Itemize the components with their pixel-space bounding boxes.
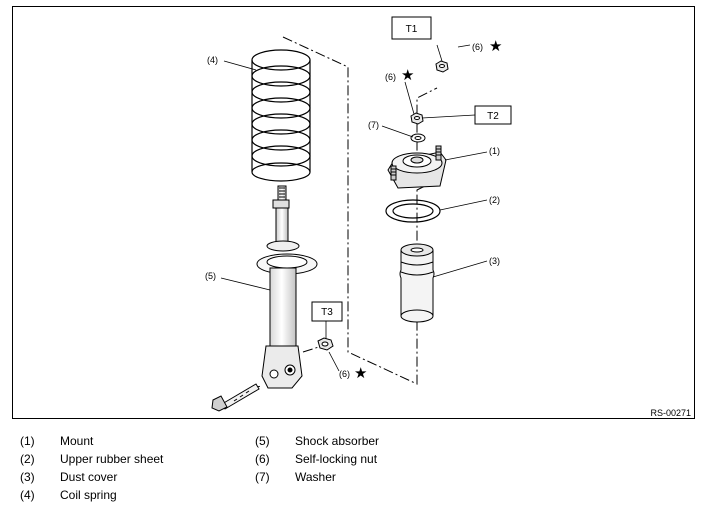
callout-7: (7) [368, 120, 379, 130]
center-nut-t2 [410, 112, 424, 125]
torque-box-t3: T3 [311, 301, 343, 322]
legend-number: (6) [255, 452, 270, 466]
star-icon: ★ [401, 66, 414, 84]
lower-bolt [211, 383, 260, 412]
callout-6-center: (6) [385, 72, 396, 82]
exploded-view-diagram: T1 T2 T3 (4) (5) (1) (2) (3) (7) (6) (6)… [205, 16, 691, 418]
shock-absorber [256, 185, 318, 389]
coil-spring [251, 49, 311, 182]
legend-number: (2) [20, 452, 35, 466]
torque-label-t1: T1 [406, 24, 418, 35]
callout-5: (5) [205, 271, 216, 281]
legend-label: Shock absorber [295, 434, 380, 448]
leader-lines [220, 44, 488, 372]
figure-code: RS-00271 [650, 408, 691, 418]
callout-4: (4) [207, 55, 218, 65]
legend-number: (7) [255, 470, 270, 484]
legend-number: (3) [20, 470, 35, 484]
legend-number: (4) [20, 488, 35, 502]
dust-cover [399, 243, 435, 323]
top-nut-t1 [435, 60, 449, 73]
torque-box-t1: T1 [391, 16, 432, 40]
legend-label: Coil spring [60, 488, 117, 502]
callout-6-top: (6) [472, 42, 483, 52]
legend-label: Dust cover [60, 470, 118, 484]
callout-1: (1) [489, 146, 500, 156]
mount [387, 145, 447, 189]
torque-box-t2: T2 [474, 105, 512, 125]
torque-label-t3: T3 [321, 307, 333, 318]
legend-number: (5) [255, 434, 270, 448]
legend-label: Self-locking nut [295, 452, 378, 466]
star-icon: ★ [354, 364, 367, 382]
legend-number: (1) [20, 434, 35, 448]
torque-label-t2: T2 [487, 111, 499, 122]
legend-label: Washer [295, 470, 336, 484]
parts-legend: (1) Mount (2) Upper rubber sheet (3) Dus… [0, 431, 707, 511]
t3-nut [317, 337, 334, 351]
washer [410, 133, 426, 143]
star-icon: ★ [489, 37, 502, 55]
callout-3: (3) [489, 256, 500, 266]
legend-label: Upper rubber sheet [60, 452, 164, 466]
upper-rubber-sheet [385, 199, 441, 223]
diagram-frame [12, 6, 695, 419]
callout-2: (2) [489, 195, 500, 205]
callout-6-lower: (6) [339, 369, 350, 379]
legend-label: Mount [60, 434, 94, 448]
